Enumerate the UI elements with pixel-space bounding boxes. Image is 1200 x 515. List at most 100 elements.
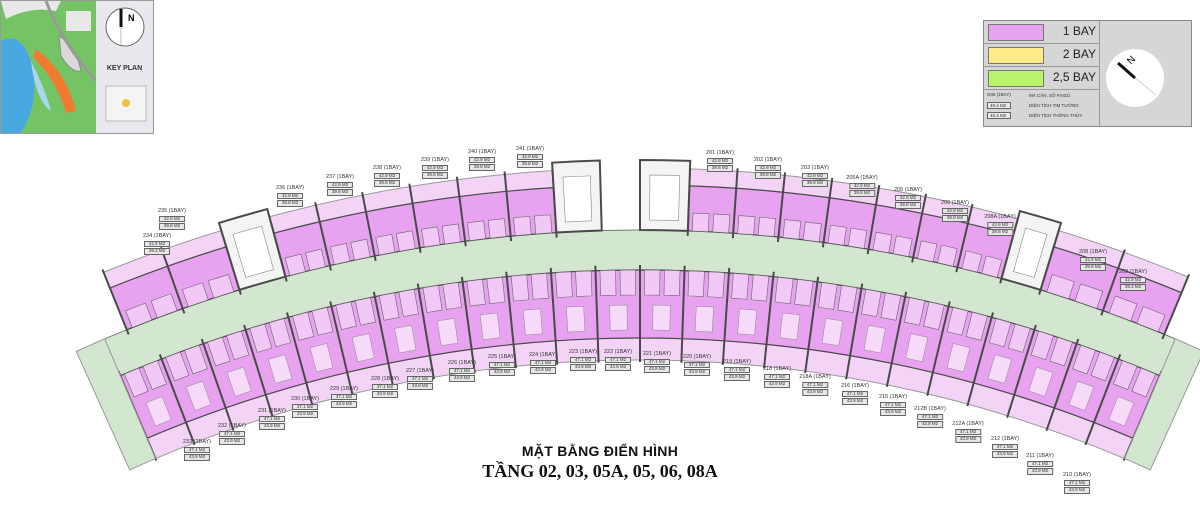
- corridor-end: [75, 338, 157, 471]
- area-gross: 47.1 M2: [489, 361, 515, 368]
- unit-bed: [821, 318, 844, 346]
- unit-wall: [885, 291, 908, 388]
- unit-room: [1030, 330, 1054, 361]
- unit-room: [207, 336, 231, 367]
- unit-bed: [652, 304, 671, 331]
- legend-divider: [1099, 21, 1100, 126]
- legend-swatch: [988, 24, 1044, 41]
- unit-room: [124, 367, 149, 398]
- title-line1: MẶT BẰNG ĐIỂN HÌNH: [521, 443, 679, 459]
- area-gross: 47.1 M2: [916, 413, 943, 420]
- unit-bed: [1068, 380, 1095, 411]
- corridor-end: [1123, 338, 1200, 471]
- legend-label: 2,5 BAY: [1052, 70, 1096, 84]
- unit-room: [861, 288, 882, 317]
- unit-room: [467, 220, 486, 241]
- unit-code: 212A (1BAY): [952, 421, 984, 427]
- unit-wall: [158, 354, 196, 446]
- area-gross: 42.9 M2: [1120, 276, 1146, 283]
- unit-room: [707, 271, 725, 298]
- unit-room: [150, 293, 178, 319]
- unit-code: 205 (1BAY): [893, 187, 923, 193]
- area-gross: 42.9 M2: [277, 192, 303, 199]
- unit-room: [961, 250, 983, 273]
- unit-code: 237 (1BAY): [325, 174, 355, 180]
- legend-label: 1 BAY: [1062, 24, 1096, 38]
- unit-wall: [911, 193, 928, 263]
- unit-code: 203 (1BAY): [800, 165, 830, 171]
- area-net: 43.9 M2: [372, 391, 398, 398]
- unit-room: [487, 218, 507, 239]
- unit-room: [284, 253, 306, 276]
- unit-wall: [594, 265, 600, 363]
- unit-room: [892, 235, 913, 257]
- unit-room: [1108, 295, 1138, 322]
- area-net: 39.8 M2: [802, 180, 828, 187]
- area-gross: 47.1 M2: [764, 373, 790, 380]
- area-net: 39.3 M2: [144, 248, 170, 255]
- area-gross: 42.9 M2: [327, 181, 353, 188]
- unit-room: [555, 271, 573, 298]
- unit-room: [513, 216, 532, 237]
- area-gross: 47.1 M2: [407, 375, 433, 382]
- area-gross: 47.1 M2: [605, 356, 631, 363]
- unit-room: [311, 306, 334, 336]
- unit-code: 226 (1BAY): [447, 360, 477, 366]
- unit-room: [510, 274, 530, 302]
- area-net: 43.9 M2: [184, 454, 210, 461]
- unit-wall: [200, 338, 235, 431]
- unit-room: [292, 311, 315, 341]
- unit-code: 239 (1BAY): [420, 157, 450, 163]
- area-gross: 42.9 M2: [895, 194, 921, 201]
- unit-code: 229 (1BAY): [329, 386, 359, 392]
- area-net: 39.8 M2: [277, 200, 303, 207]
- unit-bed: [737, 308, 758, 336]
- unit-bed: [479, 312, 501, 340]
- unit-wall: [1100, 249, 1126, 316]
- unit-bed: [226, 366, 252, 397]
- unit-room: [802, 221, 822, 243]
- unit-code: 201 (1BAY): [705, 150, 735, 156]
- unit-code: 230 (1BAY): [290, 396, 320, 402]
- area-gross: 42.9 M2: [374, 172, 400, 179]
- unit-code: 211 (1BAY): [1026, 453, 1054, 459]
- unit-room: [981, 255, 1003, 278]
- unit-code: 210 (1BAY): [1062, 472, 1092, 478]
- unit-room: [872, 231, 893, 254]
- unit-code: 216 (1BAY): [840, 383, 870, 389]
- unit-wall: [505, 271, 517, 369]
- unit-room: [466, 279, 486, 307]
- title-line2: TẦNG 02, 03, 05A, 05, 06, 08A: [482, 461, 718, 481]
- area-net: 43.9 M2: [331, 401, 357, 408]
- area-net: 39.8 M2: [755, 172, 781, 179]
- unit-code: 231 (1BAY): [257, 408, 287, 414]
- unit-bed: [1108, 396, 1135, 427]
- area-net: 39.8 M2: [374, 180, 400, 187]
- area-gross: 47.1 M2: [644, 358, 670, 365]
- legend-swatch: [988, 70, 1044, 87]
- unit-wall: [101, 269, 130, 335]
- unit-room: [422, 285, 443, 313]
- unit-bed: [436, 318, 459, 346]
- area-gross: 47.1 M2: [449, 367, 475, 374]
- stair-steps: [649, 174, 681, 221]
- unit-room: [946, 306, 969, 336]
- area-net: 39.8 M2: [422, 172, 448, 179]
- unit-wall: [329, 301, 354, 397]
- area-gross: 47.1 M2: [372, 383, 398, 390]
- key-plan-label: KEY PLAN: [106, 65, 143, 72]
- area-gross: 42.9 M2: [469, 156, 495, 163]
